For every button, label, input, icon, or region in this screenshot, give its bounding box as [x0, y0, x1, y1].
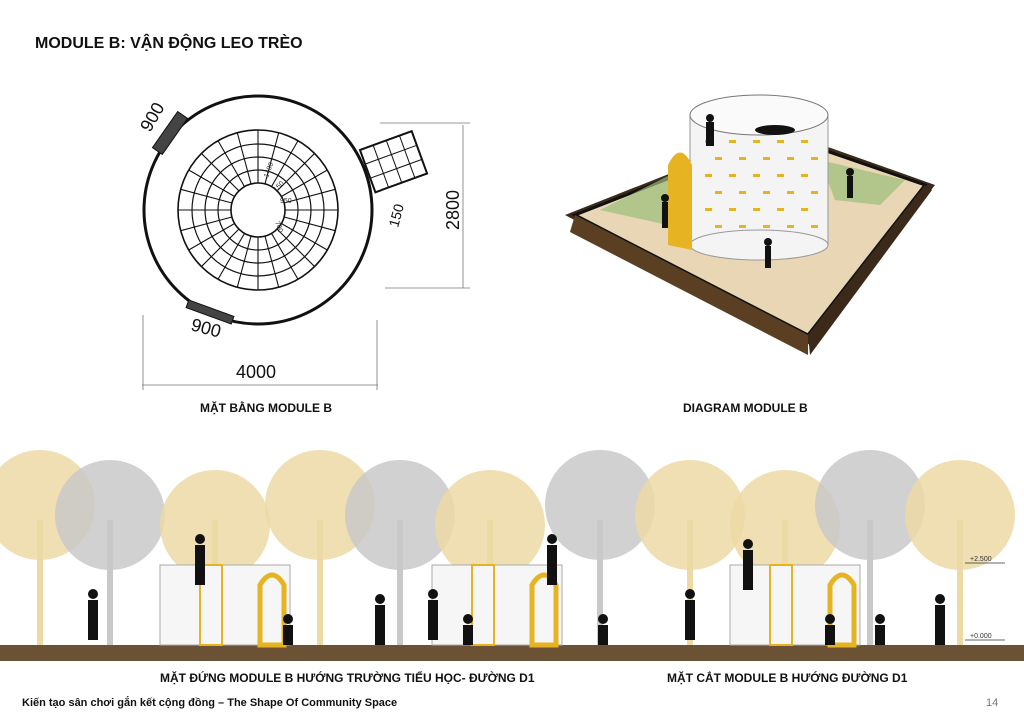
dim-inner-3: 950: [280, 198, 292, 205]
plan-caption: MẶT BẰNG MODULE B: [200, 401, 332, 415]
dim-wall: 150: [385, 202, 407, 229]
level-ground: +0.000: [970, 633, 992, 640]
dim-inner-4: 700: [273, 220, 284, 233]
elevation-illustration: +2.500 +0.000: [0, 450, 1024, 661]
diagram-caption: DIAGRAM MODULE B: [683, 401, 808, 415]
footer-text: Kiến tạo sân chơi gắn kết cộng đồng – Th…: [22, 697, 398, 709]
dim-width: 4000: [236, 362, 276, 382]
dim-top-entry: 900: [136, 99, 168, 135]
elevation-caption: MẶT ĐỨNG MODULE B HƯỚNG TRƯỜNG TIỂU HỌC-…: [160, 671, 535, 685]
page-number: 14: [986, 697, 999, 709]
section-caption: MẶT CẮT MODULE B HƯỚNG ĐƯỜNG D1: [667, 671, 908, 685]
dim-height: 2800: [443, 190, 463, 230]
level-top: +2.500: [970, 556, 992, 563]
dim-inner-1: 1400: [263, 162, 275, 179]
page-title: MODULE B: VẬN ĐỘNG LEO TRÈO: [35, 35, 303, 52]
diagram-illustration: [565, 94, 935, 355]
